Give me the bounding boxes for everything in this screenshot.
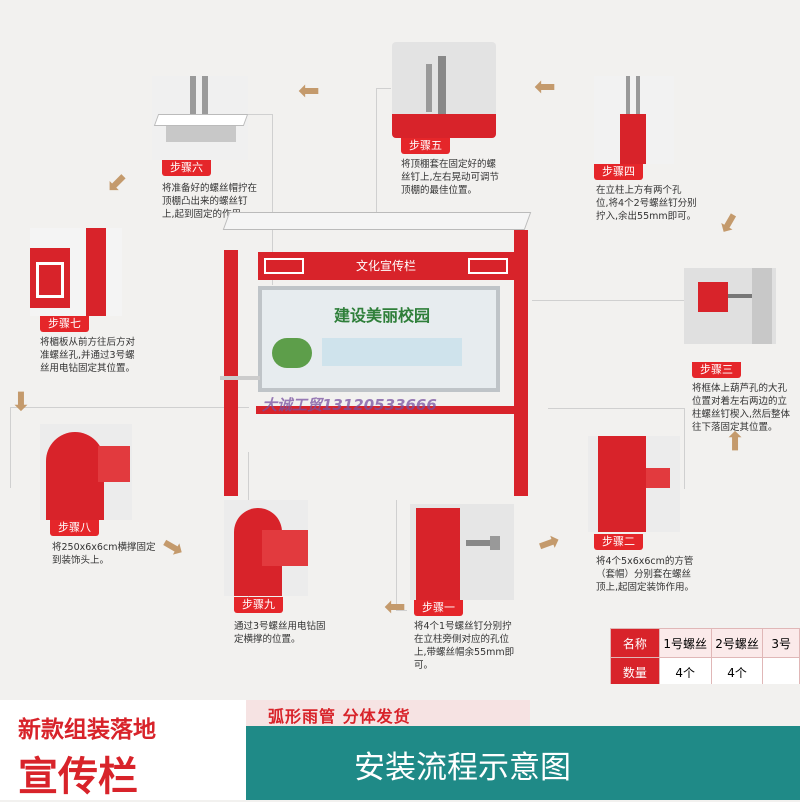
- step8-photo: [40, 424, 132, 520]
- banner-left-line2: 宣传栏: [18, 754, 138, 800]
- banner-left-line1: 新款组装落地: [18, 717, 156, 743]
- step4-desc: 在立柱上方有两个孔位,将4个2号螺丝钉分别拧入,余出55mm即可。: [596, 185, 697, 222]
- step2-desc: 将4个5x6x6cm的方管（套帽）分别套在螺丝顶上,起固定装饰作用。: [596, 556, 695, 593]
- step6-photo: [152, 76, 248, 160]
- step7-photo: [30, 228, 122, 316]
- step6-desc: 将准备好的螺丝帽拧在顶棚凸出来的螺丝钉上,起到固定的作用。: [162, 183, 258, 220]
- connector-line: [10, 407, 249, 488]
- step5-label: 步骤五: [401, 138, 450, 154]
- right-post: [514, 230, 528, 496]
- spec-qty-screw2: 4个: [710, 657, 764, 684]
- arrow-up-icon: ⬅: [710, 206, 748, 240]
- banner-right: 安装流程示意图: [246, 726, 800, 800]
- arrow-left-icon: ⬅: [384, 592, 406, 622]
- spec-qty-screw3: [762, 657, 800, 684]
- watermark: 大诚工贸13120533666: [262, 396, 437, 414]
- arrow-left-icon: ⬅: [534, 72, 556, 102]
- spec-header-screw2: 2号螺丝: [710, 628, 764, 658]
- step9-photo: [224, 500, 308, 596]
- arrow-down-icon: ⬅: [5, 390, 36, 412]
- spec-header-screw1: 1号螺丝: [658, 628, 712, 658]
- step1-label: 步骤一: [414, 600, 463, 616]
- step3-label: 步骤三: [692, 362, 741, 378]
- step3-photo: [684, 268, 776, 344]
- banner-right-title: 安装流程示意图: [354, 750, 571, 786]
- spec-row-qty: 数量: [610, 657, 660, 684]
- spec-header-name: 名称: [610, 628, 660, 658]
- step9-desc: 通过3号螺丝用电钻固定横撑的位置。: [234, 621, 326, 645]
- step2-photo: [588, 436, 680, 532]
- step7-label: 步骤七: [40, 316, 89, 332]
- step8-desc: 将250x6x6cm横撑固定到装饰头上。: [52, 542, 156, 566]
- spec-header-screw3: 3号: [762, 628, 800, 658]
- arrow-up-icon: ⬅: [719, 430, 750, 452]
- connector-line: [532, 300, 692, 302]
- connector-line: [396, 500, 407, 611]
- step5-photo: [392, 42, 496, 138]
- display-board: 文化宣传栏 建设美丽校园: [220, 200, 550, 500]
- step1-photo: [410, 504, 514, 600]
- step8-label: 步骤八: [50, 520, 99, 536]
- spec-table: 名称 1号螺丝 2号螺丝 3号 数量 4个 4个: [610, 628, 800, 684]
- header-panel: 文化宣传栏: [258, 252, 514, 280]
- step3-desc: 将框体上葫芦孔的大孔位置对着左右两边的立柱螺丝钉楔入,然后整体往下落固定其位置。: [692, 383, 791, 433]
- step1-desc: 将4个1号螺丝钉分别拧在立柱旁侧对应的孔位上,带螺丝帽余55mm即可。: [414, 621, 515, 671]
- arrow-left-icon: ⬅: [298, 76, 320, 106]
- step4-photo: [594, 76, 674, 164]
- bottom-banner: 新款组装落地 宣传栏 弧形雨管 分体发货 安装流程示意图: [0, 700, 800, 800]
- step6-label: 步骤六: [162, 160, 211, 176]
- step2-label: 步骤二: [594, 534, 643, 550]
- banner-middle-strip: 弧形雨管 分体发货: [246, 700, 530, 726]
- header-title: 文化宣传栏: [355, 259, 416, 273]
- connector-line: [248, 114, 273, 285]
- step7-desc: 将楣板从前方往后方对准螺丝孔,并通过3号螺丝用电钻固定其位置。: [40, 337, 136, 374]
- step4-label: 步骤四: [594, 164, 643, 180]
- arrow-down-left-icon: ⬅: [98, 164, 136, 202]
- poster-frame: 建设美丽校园: [258, 286, 500, 392]
- connector-line: [376, 88, 391, 229]
- roof-canopy: [222, 212, 532, 230]
- cross-brace: [256, 406, 514, 414]
- arrow-right-icon: ⬅: [533, 525, 565, 561]
- poster-title: 建设美丽校园: [333, 306, 430, 325]
- step9-label: 步骤九: [234, 597, 283, 613]
- banner-left: 新款组装落地 宣传栏: [0, 700, 246, 800]
- left-post: [224, 250, 238, 496]
- step5-desc: 将顶棚套在固定好的螺丝钉上,左右晃动可调节顶棚的最佳位置。: [401, 159, 500, 196]
- connector-line: [548, 408, 685, 489]
- spec-qty-screw1: 4个: [658, 657, 712, 684]
- banner-middle-text: 弧形雨管 分体发货: [268, 707, 411, 726]
